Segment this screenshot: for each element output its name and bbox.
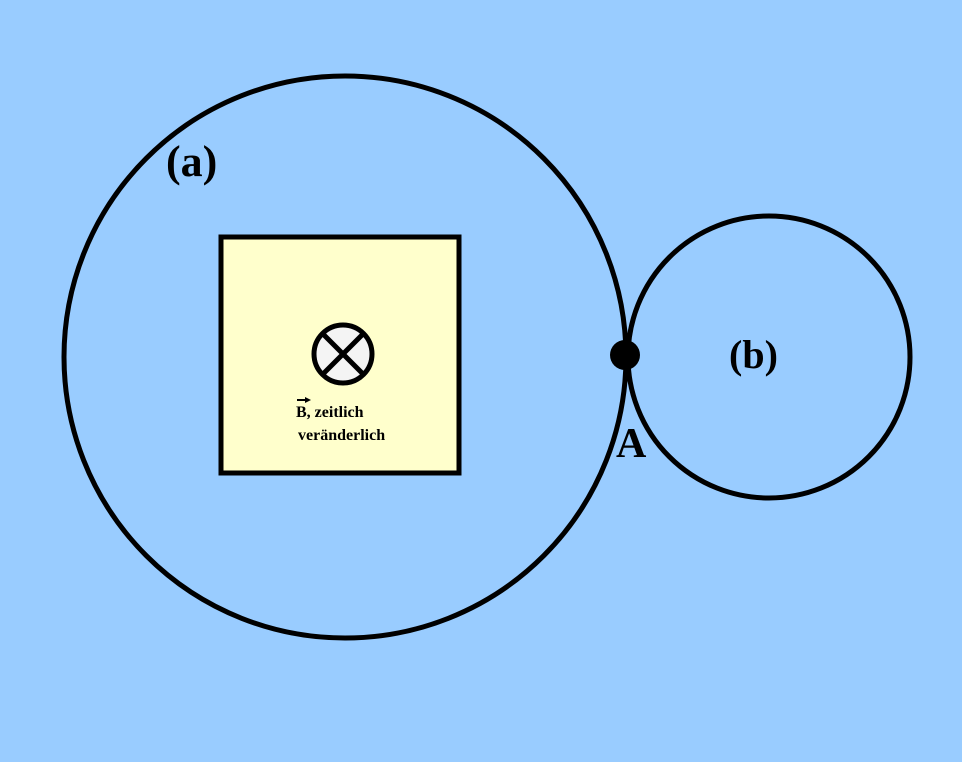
loop-a-label: (a) — [166, 137, 217, 186]
point-a-label: A — [616, 421, 647, 467]
field-label-line2: veränderlich — [298, 427, 385, 444]
vector-arrowhead-icon — [305, 397, 311, 403]
loop-b-label: (b) — [729, 332, 778, 377]
field-label-line1: B, zeitlich — [296, 404, 364, 421]
field-into-page-icon — [311, 322, 375, 386]
junction-point-a — [610, 340, 640, 370]
